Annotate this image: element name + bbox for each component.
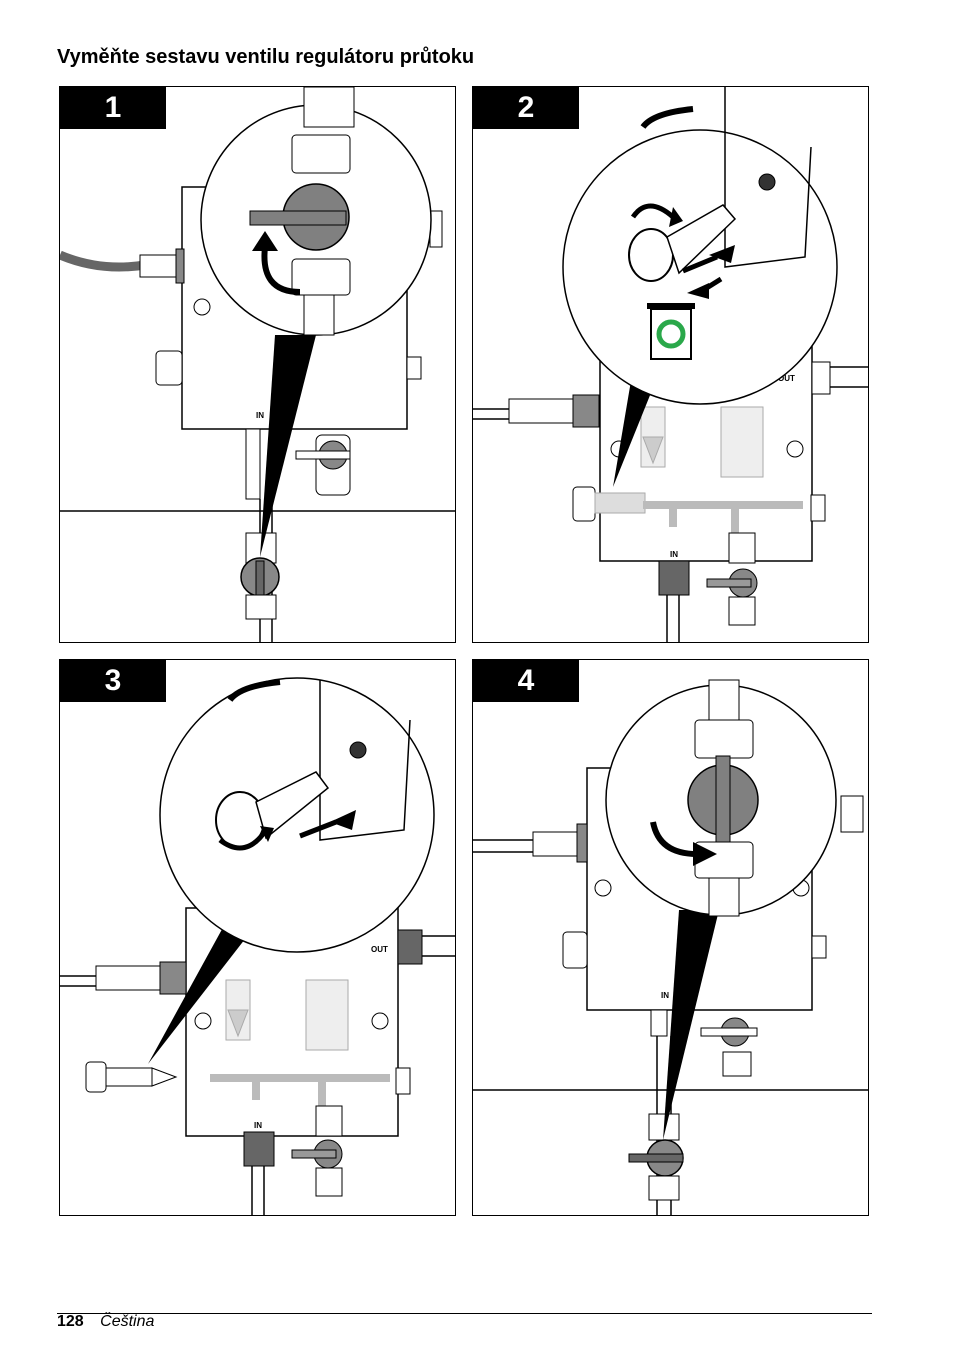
valve-stem	[255, 771, 330, 840]
out-fitting	[840, 795, 864, 833]
new-valve-assembly	[85, 1061, 107, 1093]
step-2-illustration: OUT IN	[473, 87, 868, 642]
valve-lever	[249, 210, 347, 226]
callout-pointer	[148, 922, 252, 1064]
step-2-panel: 2 OUT IN	[472, 86, 869, 643]
callout-pointer	[260, 335, 316, 557]
curved-arrow-icon	[630, 203, 675, 219]
out-fitting	[811, 361, 831, 395]
arrow-icon	[709, 245, 735, 263]
in-label: IN	[661, 991, 669, 1000]
cable-connector	[139, 254, 177, 278]
step-4-illustration: IN	[473, 679, 868, 1215]
callout-pointer	[663, 910, 719, 1140]
sensor-cable	[60, 250, 146, 272]
cable-connector	[508, 398, 574, 424]
out-label: OUT	[371, 945, 388, 954]
curved-arrow-icon	[261, 246, 301, 295]
step-2-badge: 2	[473, 87, 579, 129]
step-3-badge: 3	[60, 660, 166, 702]
side-knob	[155, 350, 183, 386]
cable-connector	[95, 965, 161, 991]
curved-arrow-icon	[650, 821, 698, 857]
side-knob	[562, 931, 588, 969]
step-4-badge: 4	[473, 660, 579, 702]
in-label: IN	[254, 1121, 262, 1130]
out-label: OUT	[778, 374, 795, 383]
out-fitting	[429, 210, 443, 248]
zoom-circle	[562, 129, 838, 405]
out-fitting	[397, 929, 423, 965]
footer-language: Čeština	[100, 1313, 155, 1330]
step-1-panel: 1 IN	[59, 86, 456, 643]
curved-arrow-icon	[218, 828, 269, 851]
step-1-illustration: IN	[60, 87, 455, 642]
in-label: IN	[670, 550, 678, 559]
cable-connector	[532, 831, 578, 857]
step-3-panel: 3 OUT IN	[59, 659, 456, 1216]
footer-rule	[57, 1313, 872, 1314]
page-footer: 128 Čeština	[57, 1313, 154, 1331]
in-label: IN	[256, 411, 264, 420]
removed-valve-knob	[572, 486, 596, 522]
step-3-illustration: OUT IN	[60, 677, 455, 1215]
step-4-panel: 4 IN	[472, 659, 869, 1216]
page-number: 128	[57, 1313, 84, 1330]
mounting-screw	[193, 298, 211, 316]
valve-stem	[666, 204, 737, 275]
arrow-icon	[330, 810, 356, 830]
zoom-circle	[159, 677, 435, 953]
page-title: Vyměňte sestavu ventilu regulátoru průto…	[57, 46, 475, 68]
step-1-badge: 1	[60, 87, 166, 129]
